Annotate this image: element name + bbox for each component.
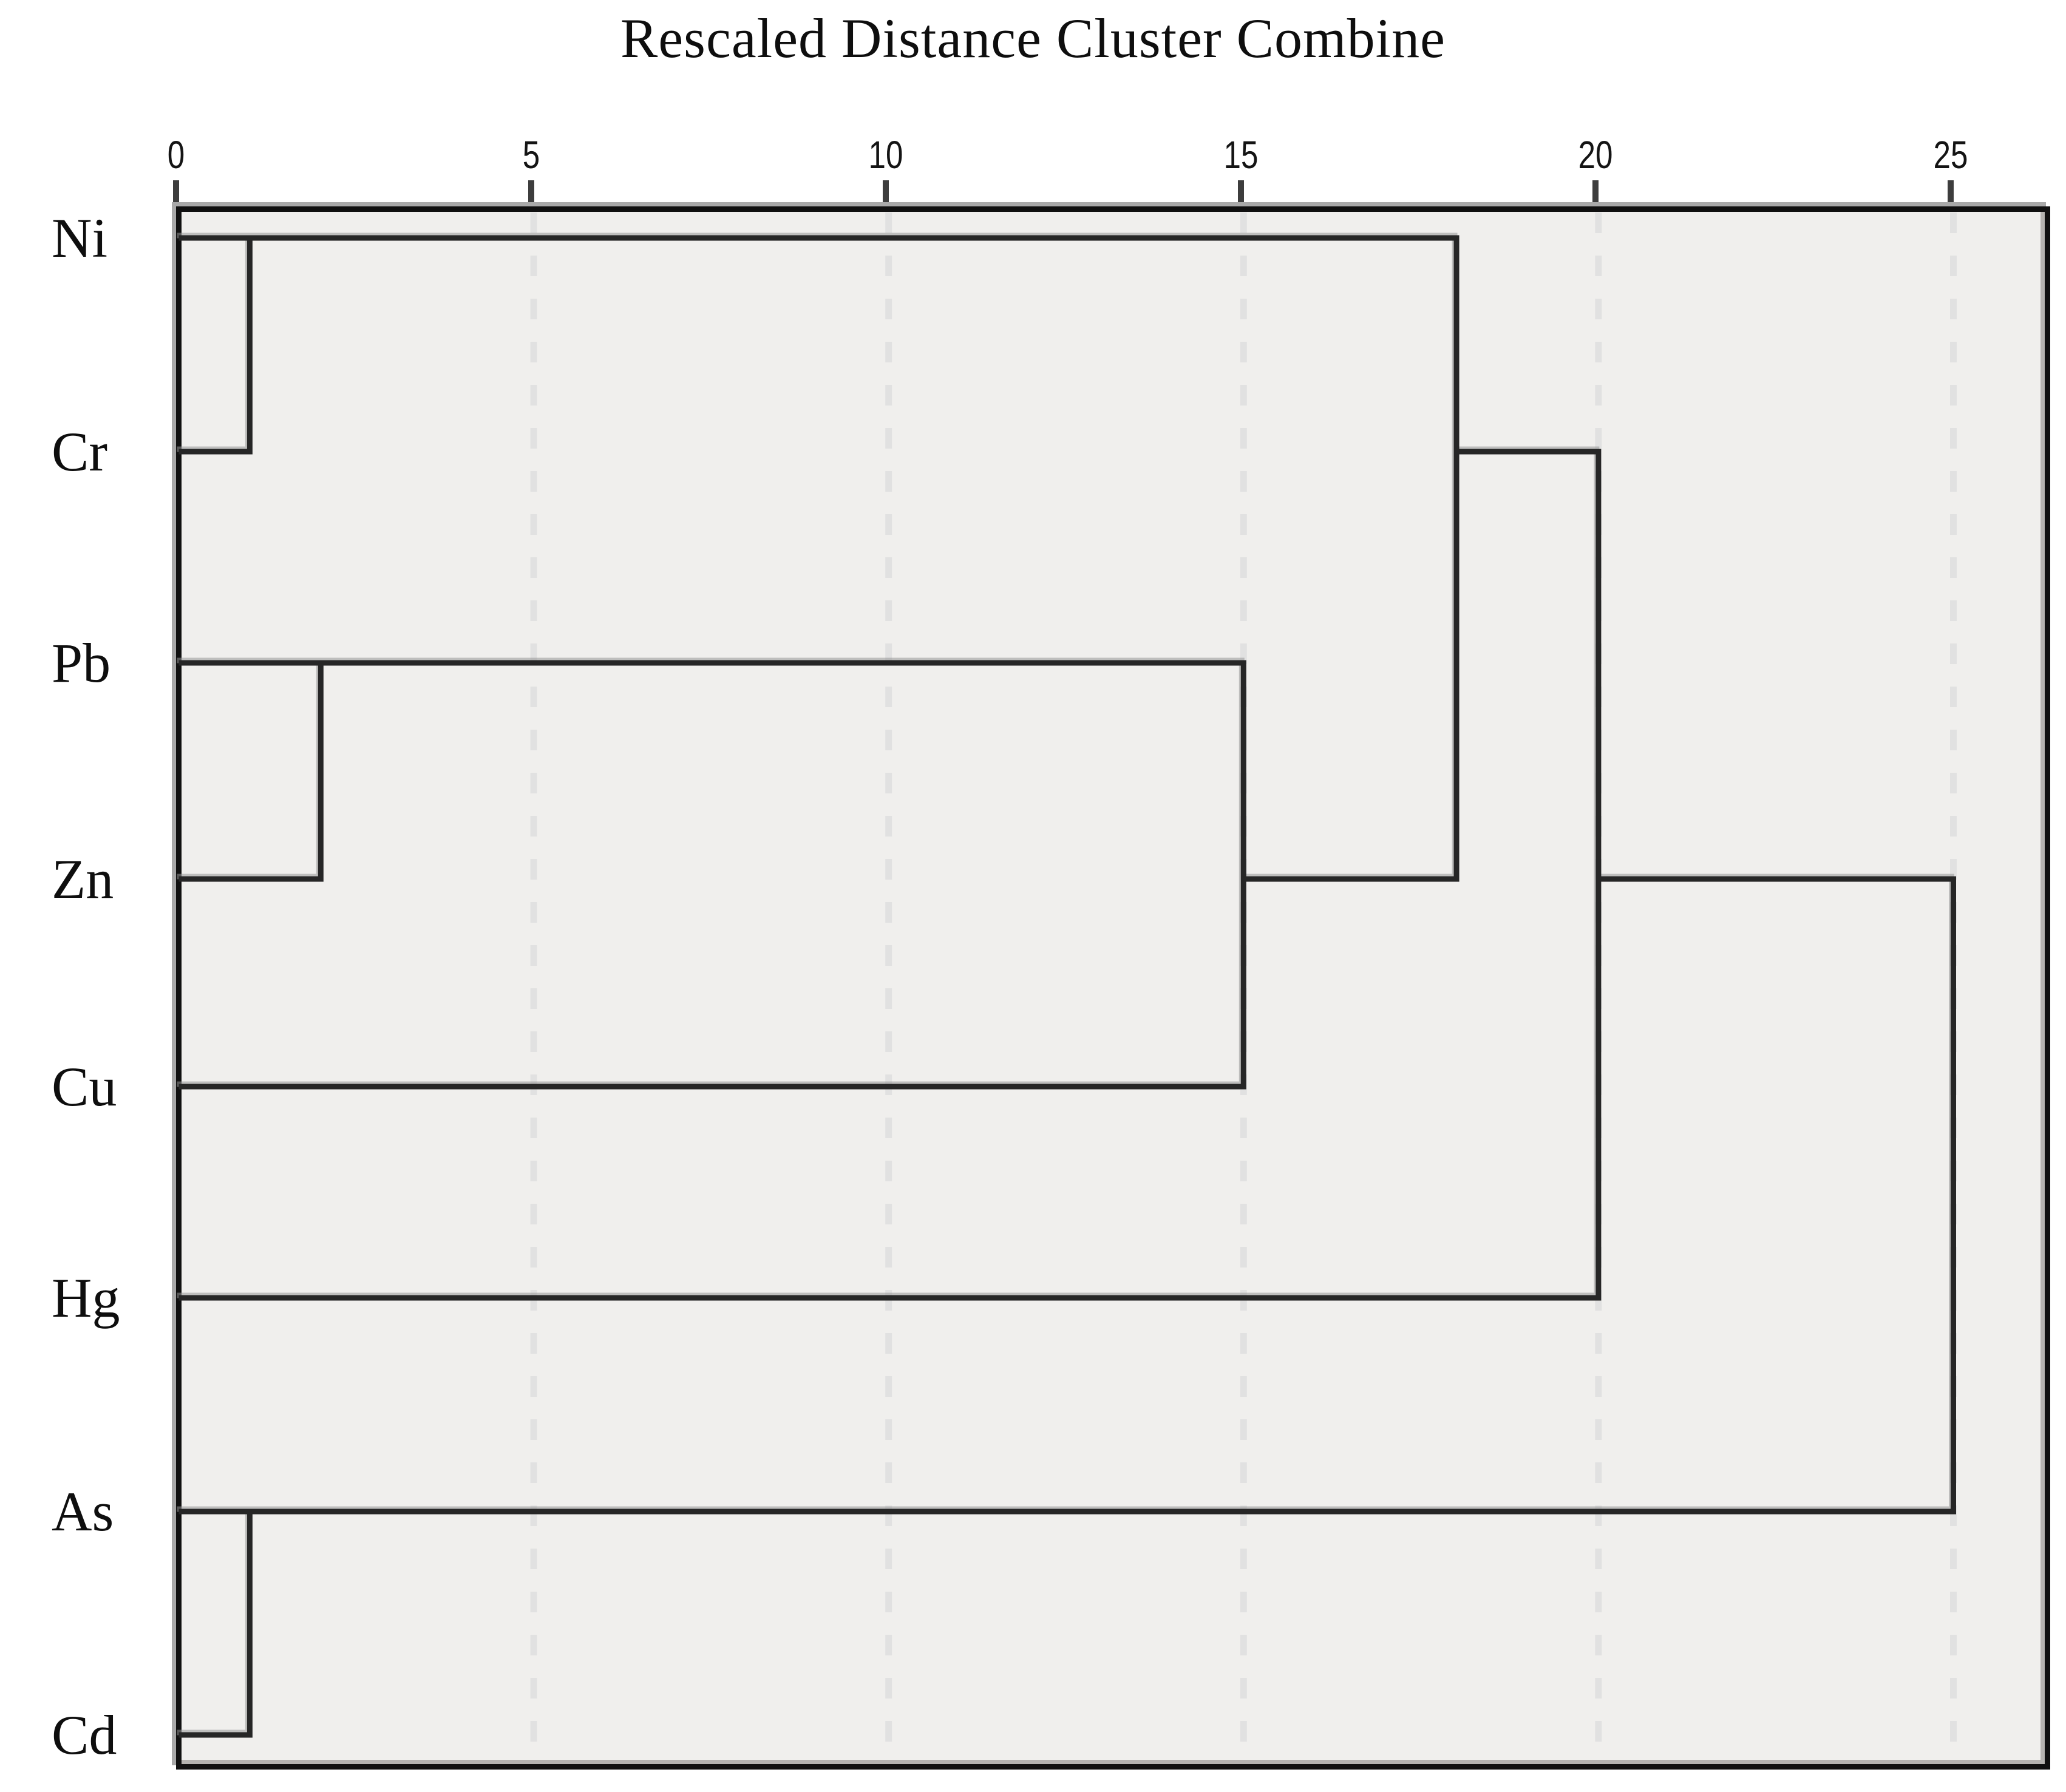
chart-title: Rescaled Distance Cluster Combine: [620, 7, 1446, 69]
axis-tick-mark: [1237, 180, 1244, 207]
merge-link-C5: [178, 449, 1602, 1301]
axis-tick-mark: [1948, 180, 1954, 207]
merge-link-C4: [250, 235, 1459, 882]
merge-link-C2: [178, 660, 324, 882]
leaf-label-Hg: Hg: [52, 1267, 120, 1329]
leaf-label-Cu: Cu: [52, 1056, 117, 1118]
dendrogram-svg: [178, 212, 1957, 1763]
axis-tick-mark: [173, 180, 179, 207]
axis-tick-label: 5: [522, 133, 540, 177]
axis-tick-mark: [1592, 180, 1599, 207]
dendrogram-tree: [178, 235, 1956, 1738]
merge-link-C6: [178, 1509, 253, 1738]
leaf-label-As: As: [52, 1481, 114, 1543]
merge-link-C7: [250, 876, 1956, 1515]
axis-tick-mark: [528, 180, 534, 207]
axis-tick-label: 10: [868, 133, 903, 177]
axis-tick-mark: [883, 180, 889, 207]
leaf-label-Cr: Cr: [52, 421, 107, 483]
plot-area: [176, 206, 2050, 1770]
leaf-label-Zn: Zn: [52, 848, 114, 910]
leaf-label-Pb: Pb: [52, 632, 111, 694]
leaf-label-Ni: Ni: [52, 207, 107, 269]
axis-tick-label: 25: [1933, 133, 1968, 177]
axis-tick-label: 0: [167, 133, 185, 177]
merge-link-C1: [178, 235, 253, 455]
axis-tick-label: 15: [1223, 133, 1259, 177]
leaf-label-Cd: Cd: [52, 1704, 117, 1766]
merge-link-C3: [178, 660, 1246, 1090]
axis-tick-label: 20: [1578, 133, 1613, 177]
